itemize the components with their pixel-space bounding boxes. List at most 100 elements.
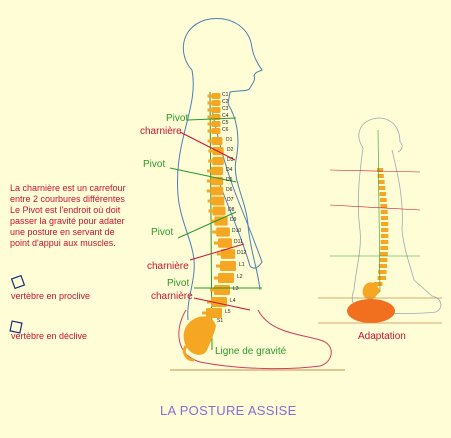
- vertebra-label-c1: C1: [222, 92, 229, 98]
- mini-vertebra: [380, 222, 389, 226]
- vertebra-label-d6: D6: [226, 187, 233, 193]
- declive-legend-label: vertèbre en déclive: [11, 331, 88, 341]
- explanation-note: La charnière est un carrefour entre 2 co…: [10, 183, 126, 248]
- vertebra-process-c2: [207, 101, 212, 105]
- mini-sacrum: [362, 282, 380, 300]
- pivot-thoracic-label: Pivot: [143, 159, 166, 170]
- vertebra-label-d11: D11: [234, 239, 243, 245]
- gravity-line-label: Ligne de gravité: [215, 346, 287, 357]
- mini-vertebra: [379, 198, 387, 202]
- adaptation-cushion: [347, 299, 395, 323]
- vertebra-c5: [211, 121, 221, 127]
- vertebra-label-d9: D9: [230, 217, 237, 223]
- vertebra-label-c4: C4: [222, 113, 229, 119]
- arm-outline: [211, 109, 263, 269]
- charniere-line-ls: [193, 297, 251, 311]
- vertebra-process-d10: [212, 230, 217, 234]
- spine: [202, 93, 236, 318]
- vertebra-process-d8: [208, 209, 213, 213]
- vertebra-label-c2: C2: [222, 99, 229, 105]
- vertebra-process-d9: [210, 219, 215, 223]
- vertebra-process-d1: [207, 139, 212, 143]
- vertebra-l1: [220, 261, 236, 271]
- vertebra-process-d11: [214, 241, 218, 245]
- vertebra-process-c4: [207, 115, 212, 119]
- mini-vertebra: [380, 228, 389, 232]
- charniere-ct-label: charnière: [140, 126, 182, 137]
- vertebra-label-d5: D5: [226, 177, 233, 183]
- vertebra-d10: [216, 227, 230, 237]
- mini-vertebra: [380, 240, 389, 244]
- mini-vertebra: [377, 276, 387, 280]
- vertebra-process-l1: [216, 264, 220, 268]
- vertebra-process-d3: [208, 159, 213, 163]
- vertebra-d11: [218, 238, 232, 248]
- pivot-line-cervical: [187, 117, 237, 121]
- mini-vertebra: [380, 216, 388, 220]
- charniere-line-tl: [189, 243, 245, 261]
- charniere-ls-label: charnière: [151, 291, 193, 302]
- vertebra-label-l5: L5: [225, 309, 231, 315]
- mini-vertebra: [377, 168, 383, 172]
- vertebra-process-l2: [214, 276, 218, 280]
- vertebra-process-l5: [202, 311, 206, 315]
- pivot-tl-label: Pivot: [151, 227, 174, 238]
- vertebra-l5: [206, 308, 222, 318]
- mini-vertebra: [378, 270, 387, 274]
- mini-vertebra: [380, 204, 388, 208]
- vertebra-label-l3: L3: [233, 286, 239, 292]
- mini-vertebra: [380, 234, 389, 238]
- vertebra-process-c1: [207, 94, 212, 98]
- declive-icon: [9, 320, 23, 334]
- vertebra-label-d12: D12: [237, 250, 247, 256]
- vertebra-label-d4: D4: [226, 167, 233, 173]
- vertebra-process-l3: [210, 288, 214, 292]
- front-outline: [227, 103, 261, 291]
- vertebra-c6: [211, 128, 221, 134]
- pivot-cervical-label: Pivot: [166, 113, 189, 124]
- vertebra-label-s1: S1: [217, 318, 224, 324]
- vertebra-label-d2: D2: [227, 147, 234, 153]
- vertebra-l3: [214, 285, 230, 295]
- vertebra-label-d8: D8: [228, 207, 235, 213]
- mini-vertebra: [378, 180, 385, 184]
- mini-vertebra: [380, 246, 389, 250]
- page-title: LA POSTURE ASSISE: [160, 403, 297, 418]
- vertebra-process-d7: [207, 199, 212, 203]
- vertebra-label-c3: C3: [222, 106, 229, 112]
- mini-vertebra: [379, 252, 388, 256]
- mini-vertebra: [380, 210, 388, 214]
- vertebra-label-l4: L4: [230, 298, 236, 304]
- pivot-line-tl: [177, 211, 237, 239]
- vertebra-process-c3: [207, 108, 212, 112]
- vertebra-label-d3: D3: [227, 157, 234, 163]
- vertebra-process-l4: [207, 300, 211, 304]
- vertebra-l2: [218, 273, 234, 283]
- vertebra-d9: [214, 216, 228, 226]
- vertebra-label-c5: C5: [222, 120, 229, 126]
- charniere-line-ct: [179, 131, 236, 161]
- vertebra-d6: [210, 186, 224, 196]
- vertebra-process-c5: [207, 122, 212, 126]
- vertebra-c2: [211, 100, 221, 106]
- vertebra-process-d6: [206, 189, 211, 193]
- vertebra-label-c6: C6: [222, 127, 229, 133]
- mini-vertebra: [378, 186, 386, 190]
- vertebra-label-l2: L2: [237, 274, 243, 280]
- vertebra-process-d2: [208, 149, 213, 153]
- vertebra-d12: [220, 249, 236, 259]
- coccyx: [182, 345, 195, 362]
- charniere-tl-label: charnière: [147, 261, 189, 272]
- vertebra-process-d4: [207, 169, 212, 173]
- mini-vertebra: [379, 192, 387, 196]
- head-outline: [182, 18, 263, 105]
- mini-vertebra: [378, 264, 388, 268]
- mini-vertebra: [377, 174, 384, 178]
- vertebra-c1: [211, 93, 221, 99]
- vertebra-d8: [212, 206, 226, 216]
- adaptation-figure: [318, 117, 442, 324]
- vertebra-d1: [211, 137, 223, 145]
- back-outline: [177, 69, 195, 321]
